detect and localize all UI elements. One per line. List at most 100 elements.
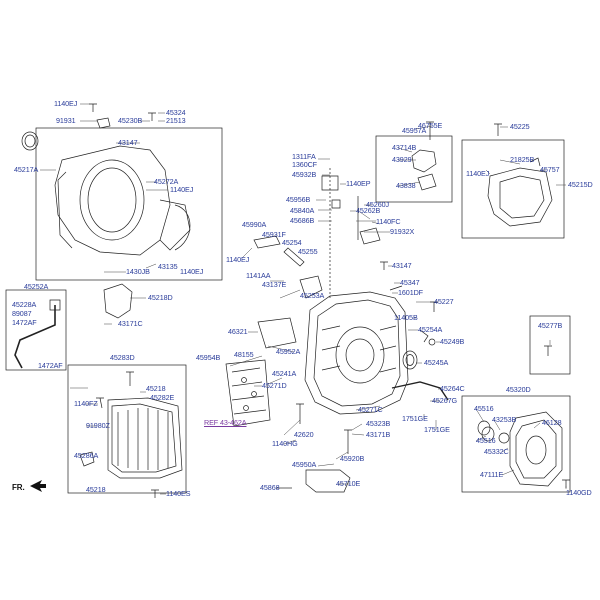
part-label-45286a: 45286A [74,451,99,460]
part-label-45218: 45218 [86,485,106,494]
part-label-45272a: 45272A [154,177,179,186]
box-45215d [461,139,565,239]
part-label-45267g: 45267G [432,396,457,405]
part-label-45254a: 45254A [418,325,443,334]
part-label-45952a: 45952A [276,347,301,356]
part-label-1140ej: 1140EJ [170,185,194,194]
part-label-91932x: 91932X [390,227,415,236]
part-label-45710e: 45710E [336,479,361,488]
oil-pan [107,397,183,479]
part-label-45215d: 45215D [568,180,593,189]
box-45277b [529,315,571,375]
part-label-45516: 45516 [476,436,496,445]
part-label-43714b: 43714B [392,143,417,152]
part-label-47111e: 47111E [480,470,504,479]
part-label-1751ge: 1751GE [424,425,450,434]
part-label-43838: 43838 [396,181,416,190]
part-label-1601df: 1601DF [398,288,423,297]
part-label-1140ej: 1140EJ [180,267,204,276]
part-label-45218d: 45218D [148,293,173,302]
part-label-1140gd: 1140GD [566,488,592,497]
part-label-1140fc: 1140FC [376,217,401,226]
box-45283d [67,364,187,494]
valve-body [225,359,271,427]
part-label-45227: 45227 [434,297,454,306]
clip-91931 [96,117,111,129]
part-label-45254: 45254 [282,238,302,247]
converter-housing-shape [54,145,171,256]
part-label-48155: 48155 [234,350,254,359]
part-label-45228a: 45228A [12,300,37,309]
part-label-1311fa: 1311FA [292,152,316,161]
part-label-45956b: 45956B [286,195,311,204]
bolt-1140ej [89,103,97,112]
part-label-46755e: 46755E [418,121,443,130]
part-label-45241a: 45241A [272,369,297,378]
part-label-43137e: 43137E [262,280,287,289]
part-label-43171c: 43171C [118,319,143,328]
part-label-43147: 43147 [118,138,138,147]
part-label-45932b: 45932B [292,170,317,179]
part-label-45217a: 45217A [14,165,39,174]
part-label-45324: 45324 [166,108,186,117]
part-label-43171b: 43171B [366,430,391,439]
seal-45217a [21,131,39,151]
part-label-46321: 46321 [228,327,248,336]
bracket-91932x [359,227,381,245]
part-label-46128: 46128 [542,418,562,427]
part-label-45920b: 45920B [340,454,365,463]
part-label-45931f: 45931F [262,230,286,239]
reference-link-43-462a[interactable]: REF 43-462A [204,418,247,427]
part-label-45950a: 45950A [292,460,317,469]
part-label-45347: 45347 [400,278,420,287]
part-label-21825b: 21825B [510,155,535,164]
oring-45516 [477,420,491,436]
part-label-1751ge: 1751GE [402,414,428,423]
bracket-45218d [103,283,133,319]
part-label-45271c: 45271C [358,405,383,414]
part-label-1140ej: 1140EJ [54,99,78,108]
filter-46321 [257,317,297,349]
part-label-45283d: 45283D [110,353,135,362]
part-label-45957a: 45957A [402,126,427,135]
part-label-45245a: 45245A [424,358,449,367]
part-label-42620: 42620 [294,430,314,439]
filter-45286a [79,451,95,467]
front-arrow-icon [30,480,46,492]
part-label-45954b: 45954B [196,353,221,362]
part-label-21513: 21513 [166,116,186,125]
part-label-1472af: 1472AF [12,318,37,327]
part-label-1140es: 1140ES [166,489,191,498]
box-45230b [35,127,223,281]
part-label-45332c: 45332C [484,447,509,456]
transaxle-case [304,291,409,415]
part-label-89087: 89087 [12,309,32,318]
part-label-45686b: 45686B [290,216,315,225]
mount-45215d [487,167,553,227]
part-label-45260j: 45260J [366,200,389,209]
part-label-43147: 43147 [392,261,412,270]
part-label-1140ej: 1140EJ [466,169,490,178]
part-label-45323b: 45323B [366,419,391,428]
box-45320d [461,395,571,493]
pipe-45264c [391,381,449,401]
part-label-1140ej: 1140EJ [226,255,250,264]
seal-45245a [402,350,418,370]
cover-45320d [509,411,563,487]
part-label-45840a: 45840A [290,206,315,215]
part-label-43929: 43929 [392,155,412,164]
converter-bore [79,159,145,241]
box-45957a [375,135,453,203]
part-label-1140ep: 1140EP [346,179,371,188]
part-label-45218: 45218 [146,384,166,393]
part-label-45253a: 45253A [300,291,325,300]
parts-43714b [411,149,437,173]
part-label-45320d: 45320D [506,385,531,394]
part-label-43135: 43135 [158,262,178,271]
part-label-43253b: 43253B [492,415,517,424]
lever-45253a [299,275,323,299]
part-label-91980z: 91980Z [86,421,110,430]
part-label-45255: 45255 [298,247,318,256]
